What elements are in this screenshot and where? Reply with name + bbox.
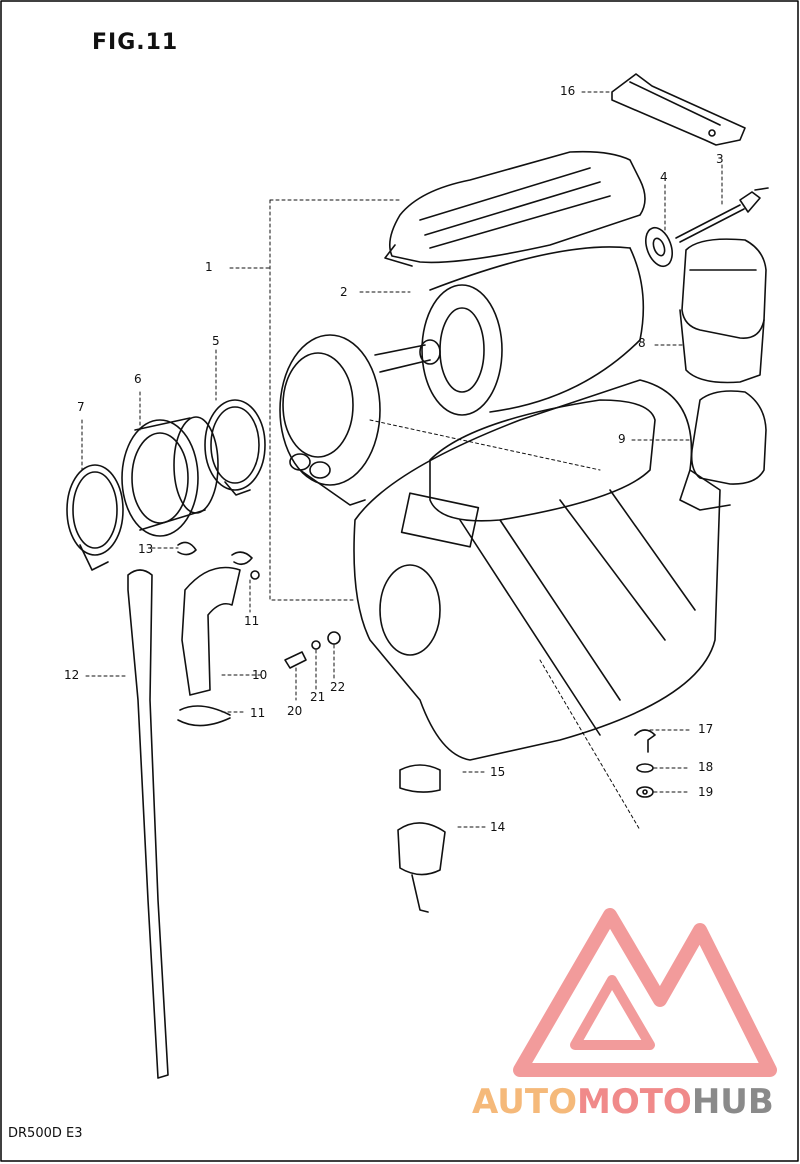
part-7-clamp bbox=[66, 464, 124, 571]
figure-title: FIG.11 bbox=[92, 30, 179, 55]
part-16-bracket bbox=[611, 73, 746, 146]
callout-22: 22 bbox=[330, 680, 346, 694]
part-15-ring bbox=[399, 764, 441, 793]
part-5-clamp bbox=[204, 399, 266, 496]
callout-2: 2 bbox=[340, 285, 348, 299]
logo-triangle bbox=[513, 908, 777, 1077]
part-1-lid bbox=[384, 150, 646, 267]
part-9-duct bbox=[679, 390, 767, 511]
part-3-bolt bbox=[675, 187, 769, 243]
callout-15: 15 bbox=[490, 765, 506, 779]
part-12-hose bbox=[127, 569, 169, 1079]
callout-14: 14 bbox=[490, 820, 506, 834]
part-11-clip-upper bbox=[231, 551, 260, 580]
callout-10: 10 bbox=[252, 668, 268, 682]
callout-19: 19 bbox=[698, 785, 714, 799]
callout-1: 1 bbox=[205, 260, 213, 274]
logo-auto: AUTO bbox=[472, 1082, 577, 1122]
callout-17: 17 bbox=[698, 722, 714, 736]
callout-9: 9 bbox=[618, 432, 626, 446]
logo-moto: MOTO bbox=[576, 1082, 692, 1122]
callout-8: 8 bbox=[638, 336, 646, 350]
part-13-clip bbox=[177, 541, 197, 556]
callout-4: 4 bbox=[660, 170, 668, 184]
callout-16: 16 bbox=[560, 84, 576, 98]
callout-21: 21 bbox=[310, 690, 326, 704]
part-6-boot bbox=[121, 416, 219, 537]
callout-18: 18 bbox=[698, 760, 714, 774]
hardware-20-21-22 bbox=[284, 631, 341, 669]
callout-12: 12 bbox=[64, 668, 80, 682]
callout-5: 5 bbox=[212, 334, 220, 348]
part-4-washer bbox=[645, 226, 673, 268]
callout-11-lower: 11 bbox=[250, 706, 266, 720]
callout-6: 6 bbox=[134, 372, 142, 386]
part-10-hose bbox=[177, 566, 241, 727]
air-box-body bbox=[353, 379, 721, 761]
callout-20: 20 bbox=[287, 704, 303, 718]
callout-7: 7 bbox=[77, 400, 85, 414]
callout-3: 3 bbox=[716, 152, 724, 166]
hardware-17-18-19 bbox=[634, 729, 656, 798]
intake-connector bbox=[279, 334, 441, 506]
part-14-drain bbox=[397, 822, 446, 913]
watermark-logo-text: AUTOMOTOHUB bbox=[472, 1082, 774, 1122]
logo-hub: HUB bbox=[691, 1082, 774, 1122]
leader-lines bbox=[81, 91, 723, 831]
part-8-cap bbox=[679, 238, 767, 384]
callout-13: 13 bbox=[138, 542, 154, 556]
model-code: DR500D E3 bbox=[8, 1126, 83, 1141]
callout-11-upper: 11 bbox=[244, 614, 260, 628]
